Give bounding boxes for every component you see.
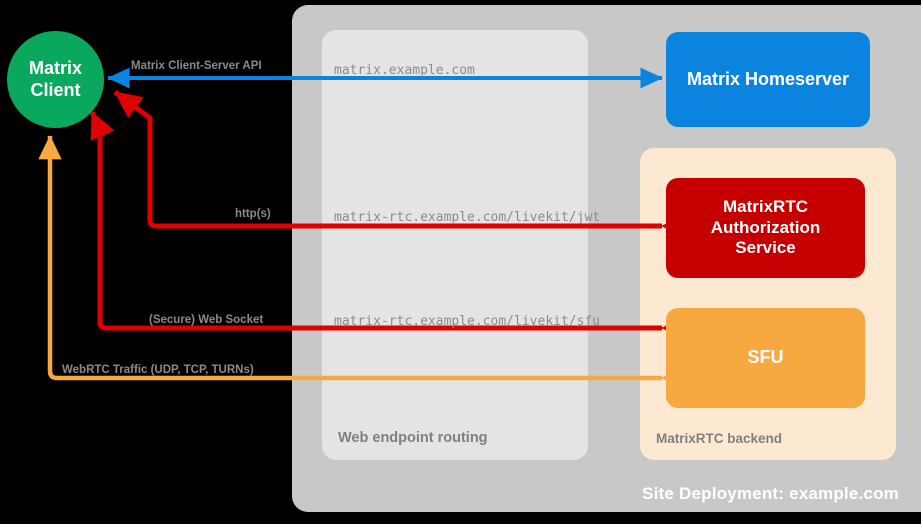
auth-service-label-line2: Authorization [710,217,821,237]
sfu-label: SFU [747,347,784,368]
connector-label-matrix-client-server-api: Matrix Client-Server API [131,60,262,72]
connector-label-secure-websocket: (Secure) Web Socket [149,314,264,326]
matrix-homeserver-label: Matrix Homeserver [686,68,850,89]
auth-service-label-line3: Service [735,238,796,258]
connector-label-https: http(s) [235,208,271,220]
endpoint-url-livekit-jwt: matrix-rtc.example.com/livekit/jwt [334,210,601,225]
site-deployment-label: Site Deployment: example.com [642,484,899,503]
web-endpoint-routing-label: Web endpoint routing [338,430,488,446]
connector-label-webrtc-traffic: WebRTC Traffic (UDP, TCP, TURNs) [62,364,254,376]
node-sfu[interactable]: SFU [666,308,865,408]
matrixrtc-backend-label: MatrixRTC backend [656,431,783,446]
matrix-client-label-line1: Matrix [28,58,82,79]
endpoint-url-livekit-sfu: matrix-rtc.example.com/livekit/sfu [334,314,601,329]
auth-service-label-line1: MatrixRTC [722,197,808,217]
node-matrixrtc-authorization-service[interactable]: MatrixRTC Authorization Service [666,178,865,278]
matrix-client-label-line2: Client [30,79,81,100]
endpoint-url-matrix: matrix.example.com [334,63,475,78]
web-endpoint-routing-container: Web endpoint routing [322,30,588,460]
node-matrix-homeserver[interactable]: Matrix Homeserver [666,32,870,127]
node-matrix-client[interactable]: Matrix Client [7,31,104,128]
